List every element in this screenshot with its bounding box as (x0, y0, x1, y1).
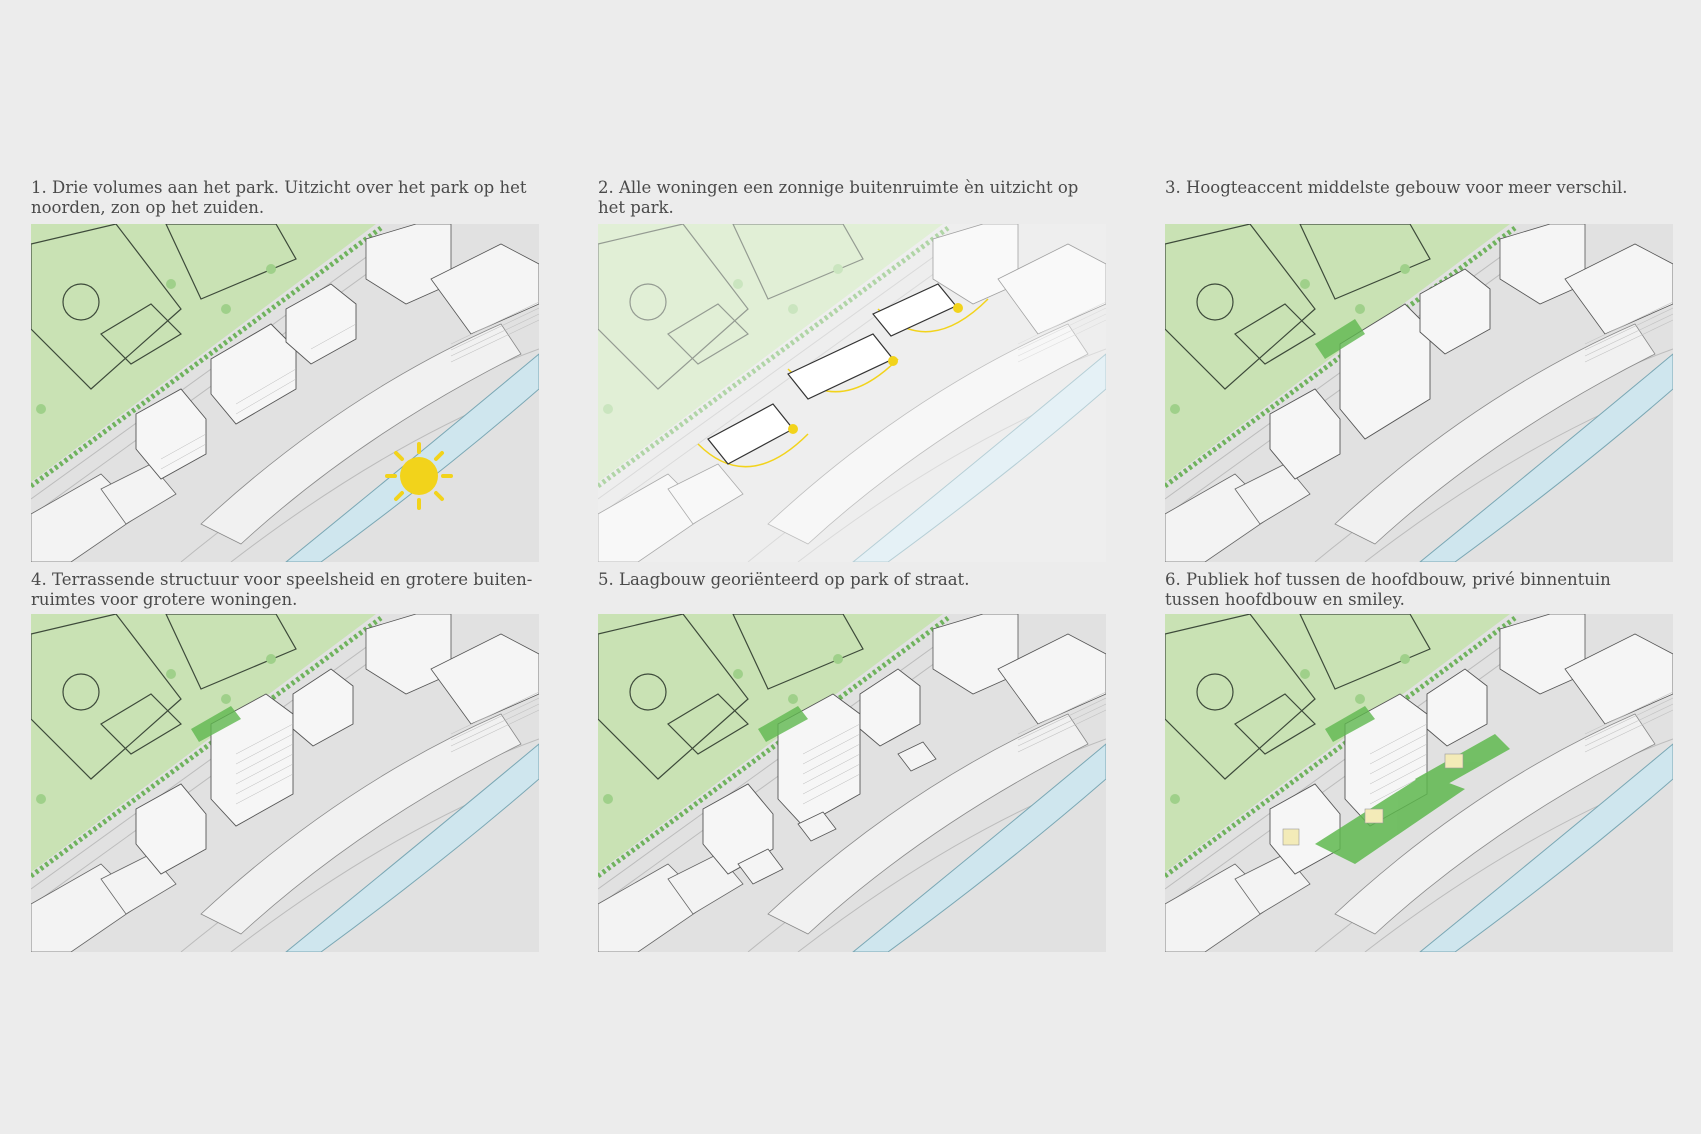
panel-5-caption: 5. Laagbouw georiënteerd op park of stra… (598, 570, 970, 589)
sun-dots (788, 303, 963, 434)
panel-2-scene (598, 224, 1106, 562)
panel-3-scene (1165, 224, 1673, 562)
panel-4-scene (31, 614, 539, 952)
sun-icon (385, 442, 453, 510)
panel-3-caption: 3. Hoogteaccent middelste gebouw voor me… (1165, 178, 1628, 197)
panel-4-caption: 4. Terrassende structuur voor speelsheid… (31, 570, 533, 609)
panel-2-caption: 2. Alle woningen een zonnige buitenruimt… (598, 178, 1079, 217)
panel-1-caption: 1. Drie volumes aan het park. Uitzicht o… (31, 178, 527, 217)
panel-6-scene (1165, 614, 1673, 952)
panel-5-scene (598, 614, 1106, 952)
building-outlines (707, 283, 957, 465)
panel-6-caption: 6. Publiek hof tussen de hoofdbouw, priv… (1165, 570, 1611, 609)
panel-1-scene (31, 224, 539, 562)
